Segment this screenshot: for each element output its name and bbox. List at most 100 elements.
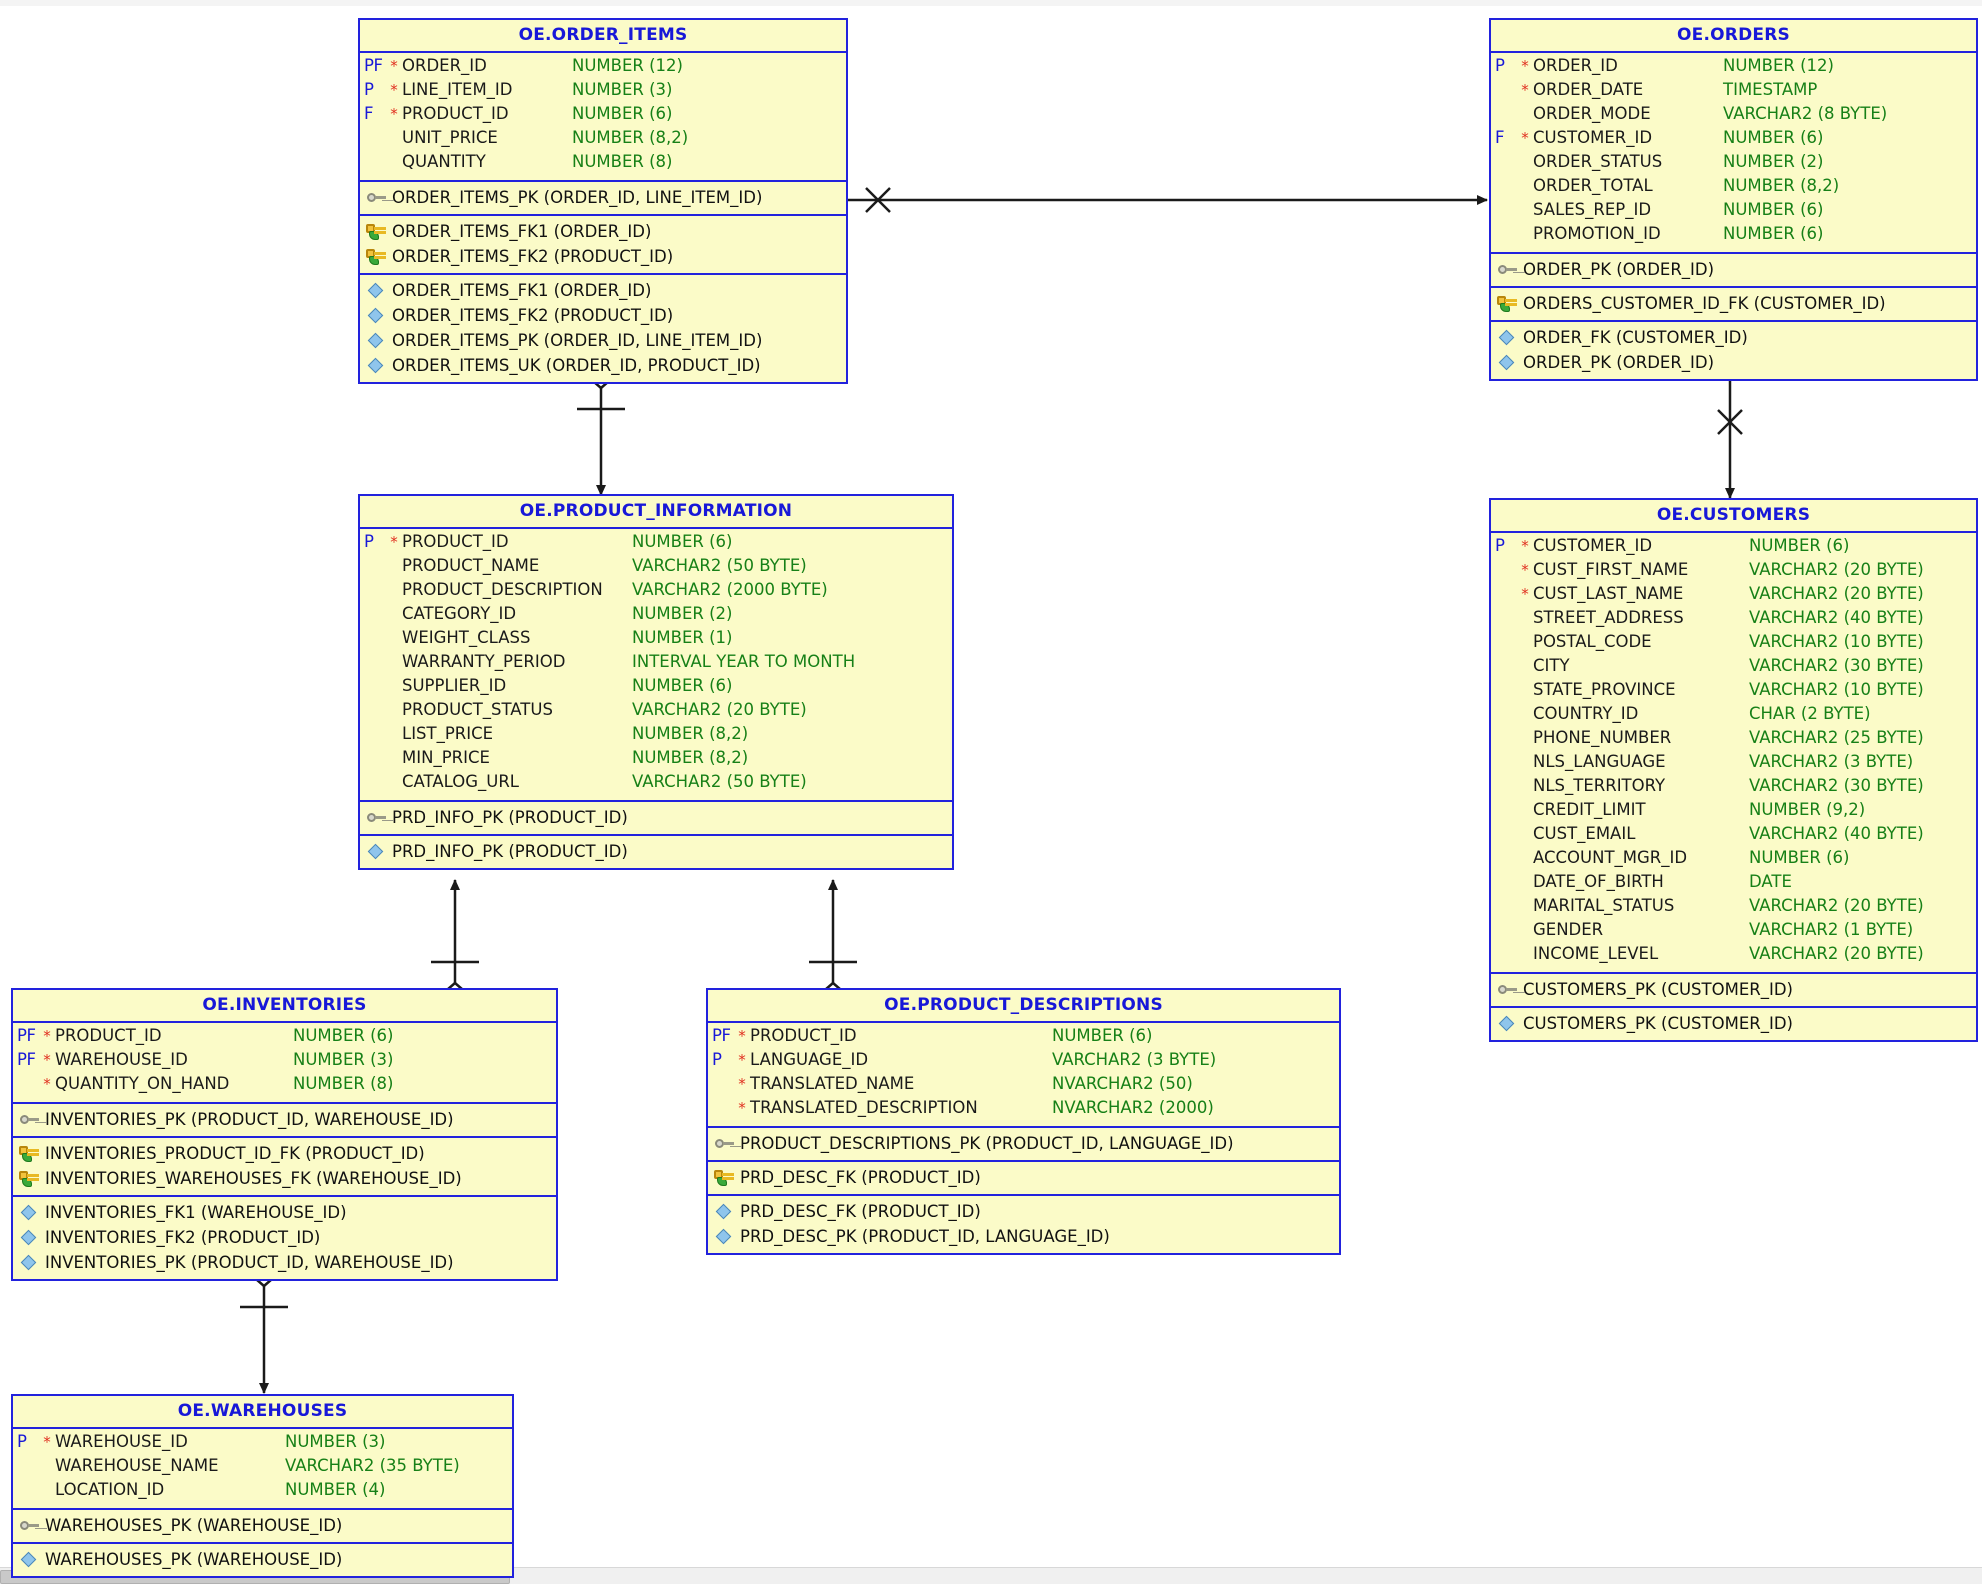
column-row[interactable]: P * WAREHOUSE_ID NUMBER (3) <box>13 1432 512 1456</box>
column-row[interactable]: SALES_REP_ID NUMBER (6) <box>1491 200 1976 224</box>
entity-warehouses[interactable]: OE.WAREHOUSES P * WAREHOUSE_ID NUMBER (3… <box>11 1394 514 1578</box>
column-row[interactable]: UNIT_PRICE NUMBER (8,2) <box>360 128 846 152</box>
column-row[interactable]: WEIGHT_CLASS NUMBER (1) <box>360 628 952 652</box>
index-row[interactable]: ORDER_ITEMS_FK2 (PRODUCT_ID) <box>360 303 846 328</box>
column-row[interactable]: STATE_PROVINCE VARCHAR2 (10 BYTE) <box>1491 680 1976 704</box>
column-row[interactable]: * TRANSLATED_NAME NVARCHAR2 (50) <box>708 1074 1339 1098</box>
fk-constraint-row[interactable]: INVENTORIES_PRODUCT_ID_FK (PRODUCT_ID) <box>13 1141 556 1166</box>
column-row[interactable]: LIST_PRICE NUMBER (8,2) <box>360 724 952 748</box>
column-row[interactable]: PRODUCT_STATUS VARCHAR2 (20 BYTE) <box>360 700 952 724</box>
column-type: CHAR (2 BYTE) <box>1749 704 1871 723</box>
column-type: NUMBER (2) <box>632 604 733 623</box>
column-row[interactable]: INCOME_LEVEL VARCHAR2 (20 BYTE) <box>1491 944 1976 968</box>
pk-constraint-row[interactable]: PRD_INFO_PK (PRODUCT_ID) <box>360 805 952 830</box>
column-row[interactable]: GENDER VARCHAR2 (1 BYTE) <box>1491 920 1976 944</box>
column-row[interactable]: STREET_ADDRESS VARCHAR2 (40 BYTE) <box>1491 608 1976 632</box>
fk-constraint-row[interactable]: ORDER_ITEMS_FK2 (PRODUCT_ID) <box>360 244 846 269</box>
index-row[interactable]: ORDER_ITEMS_UK (ORDER_ID, PRODUCT_ID) <box>360 353 846 378</box>
column-row[interactable]: P * CUSTOMER_ID NUMBER (6) <box>1491 536 1976 560</box>
column-row[interactable]: PF * WAREHOUSE_ID NUMBER (3) <box>13 1050 556 1074</box>
pk-constraint-row[interactable]: ORDER_PK (ORDER_ID) <box>1491 257 1976 282</box>
entity-title: OE.PRODUCT_INFORMATION <box>360 496 952 529</box>
entity-product-information[interactable]: OE.PRODUCT_INFORMATION P * PRODUCT_ID NU… <box>358 494 954 870</box>
pk-constraint-row[interactable]: WAREHOUSES_PK (WAREHOUSE_ID) <box>13 1513 512 1538</box>
column-row[interactable]: COUNTRY_ID CHAR (2 BYTE) <box>1491 704 1976 728</box>
entity-product-descriptions[interactable]: OE.PRODUCT_DESCRIPTIONS PF * PRODUCT_ID … <box>706 988 1341 1255</box>
column-type: NUMBER (12) <box>572 56 683 75</box>
fk-constraint-row[interactable]: ORDERS_CUSTOMER_ID_FK (CUSTOMER_ID) <box>1491 291 1976 316</box>
pk-constraint-row[interactable]: CUSTOMERS_PK (CUSTOMER_ID) <box>1491 977 1976 1002</box>
pk-constraint-row[interactable]: PRODUCT_DESCRIPTIONS_PK (PRODUCT_ID, LAN… <box>708 1131 1339 1156</box>
column-row[interactable]: * QUANTITY_ON_HAND NUMBER (8) <box>13 1074 556 1098</box>
column-row[interactable]: * TRANSLATED_DESCRIPTION NVARCHAR2 (2000… <box>708 1098 1339 1122</box>
column-type: VARCHAR2 (30 BYTE) <box>1749 656 1924 675</box>
column-row[interactable]: WAREHOUSE_NAME VARCHAR2 (35 BYTE) <box>13 1456 512 1480</box>
index-row[interactable]: WAREHOUSES_PK (WAREHOUSE_ID) <box>13 1547 512 1572</box>
index-row[interactable]: INVENTORIES_FK2 (PRODUCT_ID) <box>13 1225 556 1250</box>
column-name: CUST_LAST_NAME <box>1533 584 1684 603</box>
entity-orders[interactable]: OE.ORDERS P * ORDER_ID NUMBER (12) * ORD… <box>1489 18 1978 381</box>
column-type: VARCHAR2 (20 BYTE) <box>632 700 807 719</box>
column-row[interactable]: PROMOTION_ID NUMBER (6) <box>1491 224 1976 248</box>
column-row[interactable]: * CUST_LAST_NAME VARCHAR2 (20 BYTE) <box>1491 584 1976 608</box>
column-row[interactable]: MARITAL_STATUS VARCHAR2 (20 BYTE) <box>1491 896 1976 920</box>
index-row[interactable]: PRD_DESC_FK (PRODUCT_ID) <box>708 1199 1339 1224</box>
index-row[interactable]: ORDER_ITEMS_FK1 (ORDER_ID) <box>360 278 846 303</box>
column-row[interactable]: PHONE_NUMBER VARCHAR2 (25 BYTE) <box>1491 728 1976 752</box>
entity-order-items[interactable]: OE.ORDER_ITEMS PF * ORDER_ID NUMBER (12)… <box>358 18 848 384</box>
index-row[interactable]: INVENTORIES_PK (PRODUCT_ID, WAREHOUSE_ID… <box>13 1250 556 1275</box>
index-row[interactable]: CUSTOMERS_PK (CUSTOMER_ID) <box>1491 1011 1976 1036</box>
column-row[interactable]: PRODUCT_NAME VARCHAR2 (50 BYTE) <box>360 556 952 580</box>
column-row[interactable]: SUPPLIER_ID NUMBER (6) <box>360 676 952 700</box>
column-row[interactable]: * CUST_FIRST_NAME VARCHAR2 (20 BYTE) <box>1491 560 1976 584</box>
column-type: NUMBER (6) <box>572 104 673 123</box>
column-row[interactable]: F * PRODUCT_ID NUMBER (6) <box>360 104 846 128</box>
column-row[interactable]: ACCOUNT_MGR_ID NUMBER (6) <box>1491 848 1976 872</box>
column-row[interactable]: PRODUCT_DESCRIPTION VARCHAR2 (2000 BYTE) <box>360 580 952 604</box>
column-row[interactable]: NLS_LANGUAGE VARCHAR2 (3 BYTE) <box>1491 752 1976 776</box>
column-row[interactable]: PF * PRODUCT_ID NUMBER (6) <box>708 1026 1339 1050</box>
column-row[interactable]: CITY VARCHAR2 (30 BYTE) <box>1491 656 1976 680</box>
fk-constraint-label: INVENTORIES_PRODUCT_ID_FK (PRODUCT_ID) <box>45 1144 425 1163</box>
fk-constraint-row[interactable]: INVENTORIES_WAREHOUSES_FK (WAREHOUSE_ID) <box>13 1166 556 1191</box>
column-row[interactable]: CATEGORY_ID NUMBER (2) <box>360 604 952 628</box>
pk-constraint-row[interactable]: ORDER_ITEMS_PK (ORDER_ID, LINE_ITEM_ID) <box>360 185 846 210</box>
column-row[interactable]: CUST_EMAIL VARCHAR2 (40 BYTE) <box>1491 824 1976 848</box>
index-row[interactable]: ORDER_PK (ORDER_ID) <box>1491 350 1976 375</box>
column-row[interactable]: CATALOG_URL VARCHAR2 (50 BYTE) <box>360 772 952 796</box>
column-row[interactable]: P * PRODUCT_ID NUMBER (6) <box>360 532 952 556</box>
column-row[interactable]: F * CUSTOMER_ID NUMBER (6) <box>1491 128 1976 152</box>
index-row[interactable]: PRD_INFO_PK (PRODUCT_ID) <box>360 839 952 864</box>
index-row[interactable]: ORDER_FK (CUSTOMER_ID) <box>1491 325 1976 350</box>
column-row[interactable]: QUANTITY NUMBER (8) <box>360 152 846 176</box>
column-row[interactable]: P * LANGUAGE_ID VARCHAR2 (3 BYTE) <box>708 1050 1339 1074</box>
entity-customers[interactable]: OE.CUSTOMERS P * CUSTOMER_ID NUMBER (6) … <box>1489 498 1978 1042</box>
column-row[interactable]: ORDER_MODE VARCHAR2 (8 BYTE) <box>1491 104 1976 128</box>
column-type: NUMBER (6) <box>293 1026 394 1045</box>
column-row[interactable]: NLS_TERRITORY VARCHAR2 (30 BYTE) <box>1491 776 1976 800</box>
index-row[interactable]: ORDER_ITEMS_PK (ORDER_ID, LINE_ITEM_ID) <box>360 328 846 353</box>
fk-constraint-row[interactable]: PRD_DESC_FK (PRODUCT_ID) <box>708 1165 1339 1190</box>
column-row[interactable]: CREDIT_LIMIT NUMBER (9,2) <box>1491 800 1976 824</box>
index-row[interactable]: INVENTORIES_FK1 (WAREHOUSE_ID) <box>13 1200 556 1225</box>
entity-inventories[interactable]: OE.INVENTORIES PF * PRODUCT_ID NUMBER (6… <box>11 988 558 1281</box>
column-row[interactable]: PF * PRODUCT_ID NUMBER (6) <box>13 1026 556 1050</box>
column-row[interactable]: P * LINE_ITEM_ID NUMBER (3) <box>360 80 846 104</box>
grey-key-icon <box>19 1517 41 1534</box>
column-row[interactable]: WARRANTY_PERIOD INTERVAL YEAR TO MONTH <box>360 652 952 676</box>
pk-constraint-row[interactable]: INVENTORIES_PK (PRODUCT_ID, WAREHOUSE_ID… <box>13 1107 556 1132</box>
fk-constraint-row[interactable]: ORDER_ITEMS_FK1 (ORDER_ID) <box>360 219 846 244</box>
index-row[interactable]: PRD_DESC_PK (PRODUCT_ID, LANGUAGE_ID) <box>708 1224 1339 1249</box>
column-row[interactable]: DATE_OF_BIRTH DATE <box>1491 872 1976 896</box>
column-row[interactable]: PF * ORDER_ID NUMBER (12) <box>360 56 846 80</box>
column-row[interactable]: POSTAL_CODE VARCHAR2 (10 BYTE) <box>1491 632 1976 656</box>
column-row[interactable]: ORDER_TOTAL NUMBER (8,2) <box>1491 176 1976 200</box>
notnull-flag: * <box>738 1099 746 1117</box>
column-row[interactable]: LOCATION_ID NUMBER (4) <box>13 1480 512 1504</box>
column-row[interactable]: * ORDER_DATE TIMESTAMP <box>1491 80 1976 104</box>
key-flag: PF <box>364 56 383 75</box>
column-row[interactable]: ORDER_STATUS NUMBER (2) <box>1491 152 1976 176</box>
column-row[interactable]: MIN_PRICE NUMBER (8,2) <box>360 748 952 772</box>
column-row[interactable]: P * ORDER_ID NUMBER (12) <box>1491 56 1976 80</box>
